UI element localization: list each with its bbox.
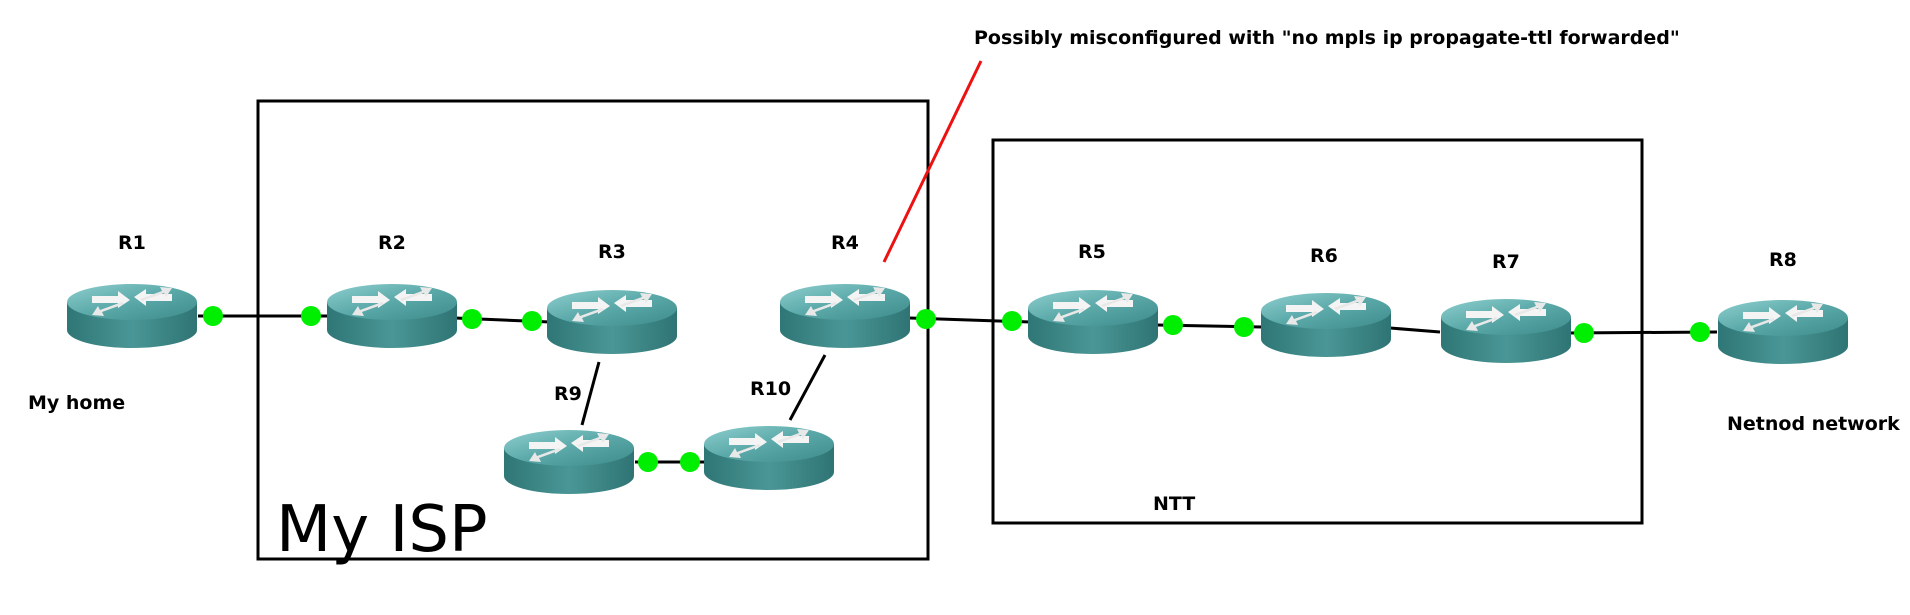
port-dot <box>522 311 542 331</box>
ports <box>203 306 1710 472</box>
router-label-r5: R5 <box>1078 241 1106 263</box>
port-dot <box>638 452 658 472</box>
link-r6-r7 <box>1389 326 1441 334</box>
router-icon <box>67 284 197 348</box>
router-label-r9: R9 <box>554 383 582 405</box>
isp-group-label: My ISP <box>276 493 488 567</box>
isp-group-box <box>256 99 930 561</box>
router-label-r4: R4 <box>831 232 859 254</box>
router-label-r3: R3 <box>598 241 626 263</box>
router-label-r8: R8 <box>1769 249 1797 271</box>
router-icon <box>1028 290 1158 354</box>
port-dot <box>680 452 700 472</box>
router-icon <box>704 426 834 490</box>
router-icon <box>504 430 634 494</box>
annotation-pointer-line <box>882 60 983 263</box>
router-icon <box>1441 299 1571 363</box>
link-r10-r4 <box>788 354 827 421</box>
router-icon <box>780 284 910 348</box>
router-icon <box>547 290 677 354</box>
router-icon <box>1261 293 1391 357</box>
annotation-text: Possibly misconfigured with "no mpls ip … <box>974 27 1680 49</box>
router-label-r2: R2 <box>378 232 406 254</box>
port-dot <box>301 306 321 326</box>
router-icon <box>327 284 457 348</box>
port-dot <box>1002 311 1022 331</box>
router-label-r6: R6 <box>1310 245 1338 267</box>
router-icon <box>1718 300 1848 364</box>
port-dot <box>462 309 482 329</box>
router-label-r7: R7 <box>1492 251 1520 273</box>
port-dot <box>1690 322 1710 342</box>
router-label-r1: R1 <box>118 232 146 254</box>
netnod-label: Netnod network <box>1727 413 1900 435</box>
port-dot <box>1234 317 1254 337</box>
routers <box>67 284 1848 494</box>
ntt-group-label: NTT <box>1153 493 1195 515</box>
port-dot <box>1574 323 1594 343</box>
port-dot <box>1163 315 1183 335</box>
port-dot <box>203 306 223 326</box>
port-dot <box>916 309 936 329</box>
link-r3-r9 <box>580 361 601 426</box>
router-label-r10: R10 <box>750 378 791 400</box>
home-label: My home <box>28 392 125 414</box>
